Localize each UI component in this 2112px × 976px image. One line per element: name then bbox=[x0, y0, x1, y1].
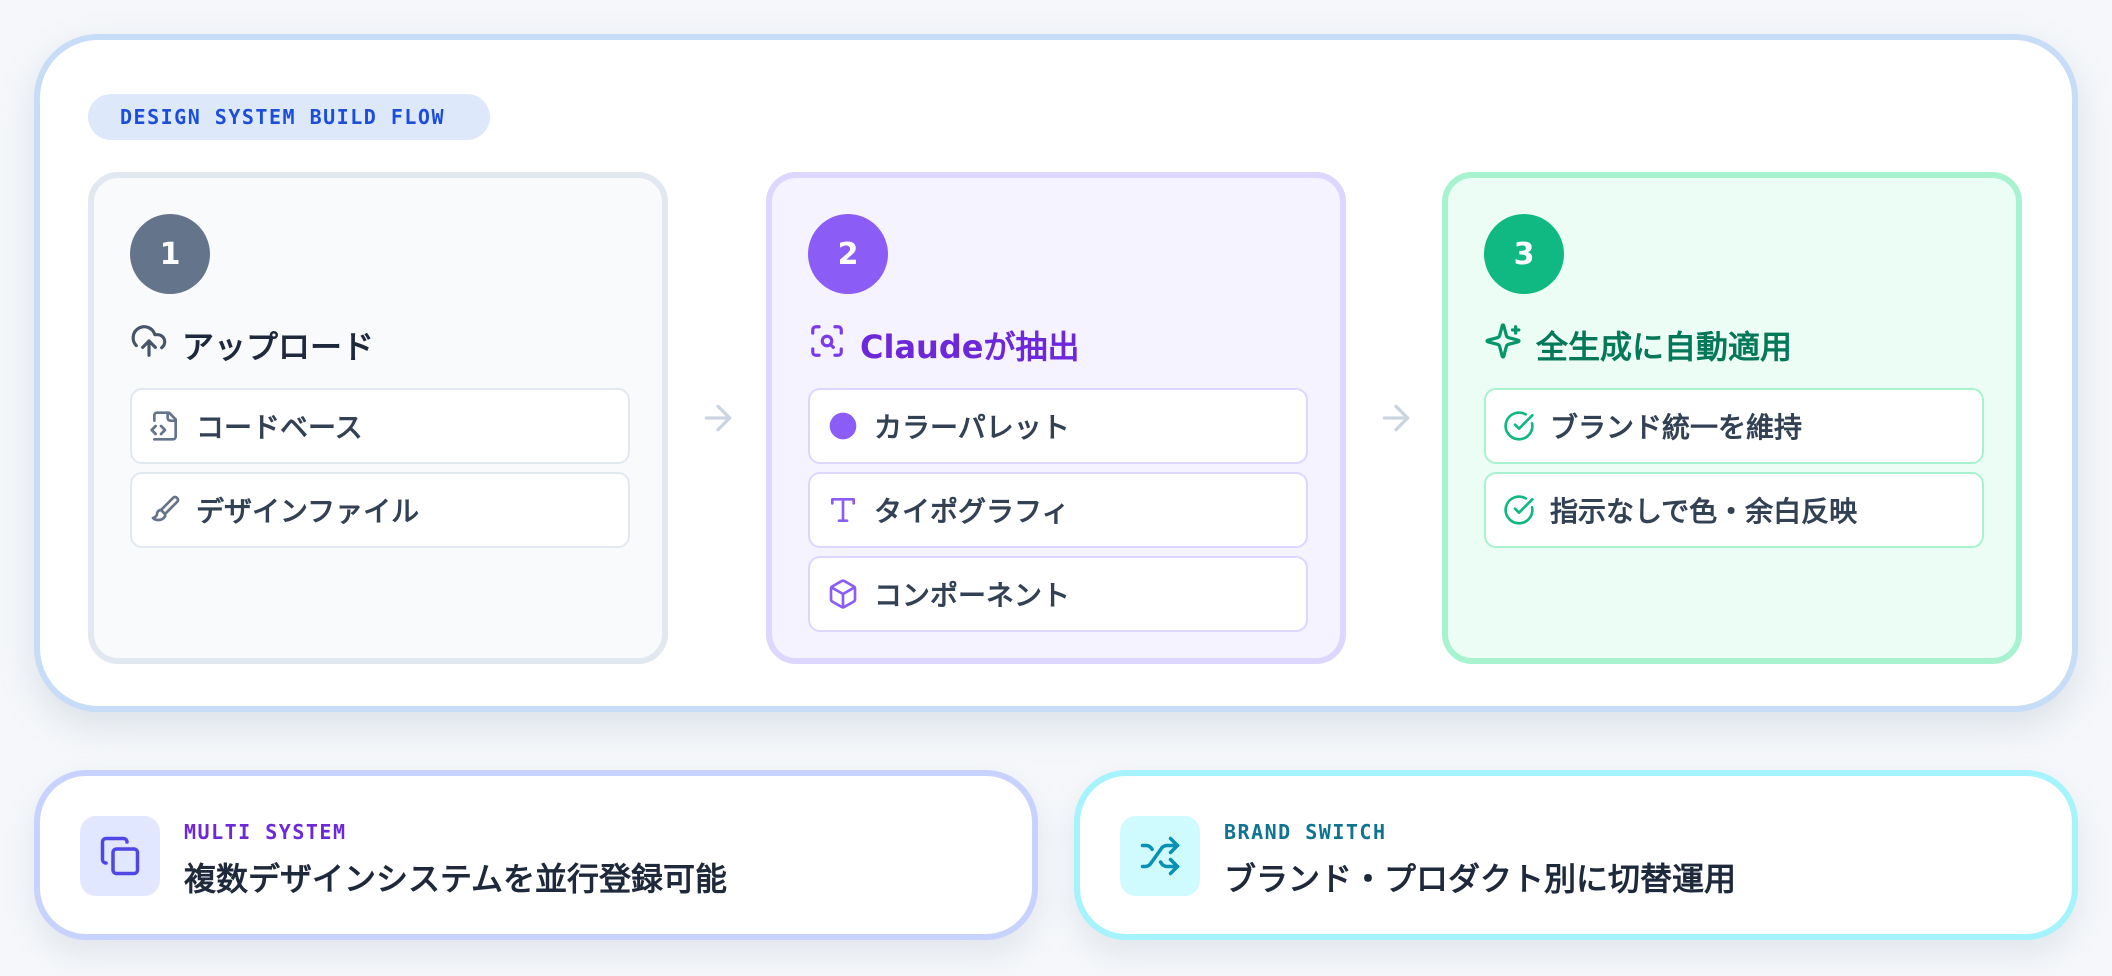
list-item: 指示なしで色・余白反映 bbox=[1484, 472, 1984, 548]
item-label: デザインファイル bbox=[196, 495, 420, 528]
scan-search-icon bbox=[808, 322, 846, 368]
step-number: 1 bbox=[130, 214, 210, 294]
step-number: 3 bbox=[1484, 214, 1564, 294]
shuffle-icon bbox=[1120, 816, 1200, 896]
feature-card-brand-switch: BRAND SWITCH ブランド・プロダクト別に切替運用 bbox=[1074, 770, 2078, 940]
feature-title: 複数デザインシステムを並行登録可能 bbox=[184, 860, 728, 898]
item-label: タイポグラフィ bbox=[874, 495, 1070, 528]
item-label: コンポーネント bbox=[874, 579, 1071, 612]
item-label: コードベース bbox=[196, 411, 363, 444]
step-heading: アップロード bbox=[130, 320, 374, 370]
flow-badge: DESIGN SYSTEM BUILD FLOW bbox=[88, 94, 490, 140]
item-label: カラーパレット bbox=[874, 411, 1070, 444]
step-title: アップロード bbox=[182, 328, 375, 366]
check-circle-icon bbox=[1502, 493, 1536, 527]
list-item: コードベース bbox=[130, 388, 630, 464]
list-item: カラーパレット bbox=[808, 388, 1308, 464]
step-card-upload: 1 アップロード コードベース デザインファイル bbox=[88, 172, 668, 664]
step-heading: 全生成に自動適用 bbox=[1484, 320, 1792, 370]
item-label: ブランド統一を維持 bbox=[1550, 411, 1803, 444]
feature-label: BRAND SWITCH bbox=[1224, 820, 1387, 844]
feature-card-multi-system: MULTI SYSTEM 複数デザインシステムを並行登録可能 bbox=[34, 770, 1038, 940]
list-item: タイポグラフィ bbox=[808, 472, 1308, 548]
item-label: 指示なしで色・余白反映 bbox=[1550, 495, 1858, 528]
copy-icon bbox=[80, 816, 160, 896]
arrow-right-icon bbox=[1376, 398, 1416, 438]
file-code-icon bbox=[148, 409, 182, 443]
step-heading: Claudeが抽出 bbox=[808, 320, 1079, 370]
feature-label: MULTI SYSTEM bbox=[184, 820, 347, 844]
type-icon bbox=[826, 493, 860, 527]
list-item: ブランド統一を維持 bbox=[1484, 388, 1984, 464]
color-dot-icon bbox=[826, 409, 860, 443]
step-title: 全生成に自動適用 bbox=[1536, 328, 1793, 366]
step-card-apply: 3 全生成に自動適用 ブランド統一を維持 指示なしで色・余白反映 bbox=[1442, 172, 2022, 664]
check-circle-icon bbox=[1502, 409, 1536, 443]
step-number: 2 bbox=[808, 214, 888, 294]
list-item: コンポーネント bbox=[808, 556, 1308, 632]
sparkles-icon bbox=[1484, 322, 1522, 368]
step-card-extract: 2 Claudeが抽出 カラーパレット タイポグラフィ bbox=[766, 172, 1346, 664]
step-title: Claudeが抽出 bbox=[860, 328, 1080, 366]
feature-title: ブランド・プロダクト別に切替運用 bbox=[1224, 860, 1737, 898]
list-item: デザインファイル bbox=[130, 472, 630, 548]
paintbrush-icon bbox=[148, 493, 182, 527]
box-icon bbox=[826, 577, 860, 611]
cloud-upload-icon bbox=[130, 322, 168, 368]
arrow-right-icon bbox=[698, 398, 738, 438]
